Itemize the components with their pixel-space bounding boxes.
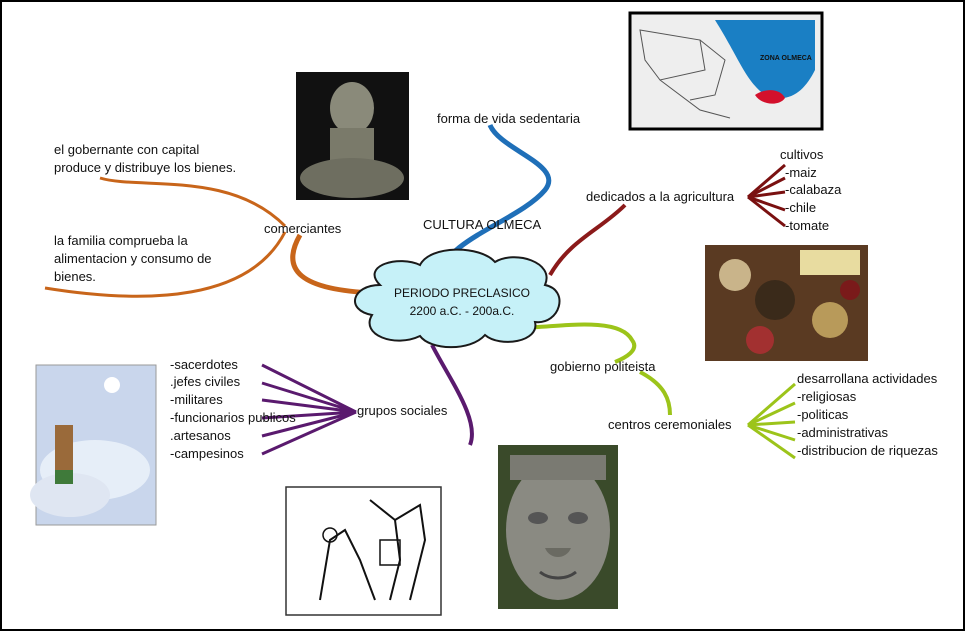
link-agri-5: [747, 195, 786, 228]
comerciantes-item-2: la familia comprueba la alimentacion y c…: [54, 233, 212, 284]
link-agricultura: [548, 203, 627, 276]
agri-item-3: -chile: [785, 200, 817, 215]
link-cer-4: [747, 423, 796, 442]
cer-item-4: -distribucion de riquezas: [797, 443, 938, 458]
link-cer-5: [747, 423, 796, 460]
grupos-label: grupos sociales: [357, 403, 448, 418]
agri-item-4: -tomate: [785, 218, 830, 233]
link-gr-4: [261, 410, 357, 420]
seated-figure-image: [296, 72, 409, 200]
agri-item-1: -maiz: [785, 165, 817, 180]
map-image: [628, 11, 824, 131]
link-gobierno: [524, 322, 637, 364]
center-line-2: 2200 a.C. - 200a.C.: [409, 304, 515, 318]
grupos-item-1: .jefes civiles: [170, 374, 241, 389]
link-gr-5: [261, 410, 357, 438]
link-agri-1: [747, 163, 786, 199]
grupos-item-3: -funcionarios publicos: [170, 410, 296, 425]
link-cer-1: [747, 382, 796, 427]
agri-item-0: cultivos: [780, 147, 824, 162]
center-line-1: PERIODO PRECLASICO: [393, 286, 531, 300]
link-agri-4: [747, 195, 786, 212]
center-cloud: [354, 248, 561, 349]
link-forma: [437, 123, 552, 276]
link-comerciantes-a: [99, 176, 287, 228]
grupos-item-2: -militares: [170, 392, 223, 407]
cer-item-2: -politicas: [797, 407, 849, 422]
grupos-item-4: .artesanos: [170, 428, 231, 443]
link-comerciantes-b: [44, 231, 287, 298]
comerciantes-label: comerciantes: [264, 221, 342, 236]
agricultura-label: dedicados a la agricultura: [586, 189, 735, 204]
agri-item-2: -calabaza: [785, 182, 842, 197]
cer-item-3: -administrativas: [797, 425, 889, 440]
link-cer-2: [747, 401, 796, 427]
colossal-head-image: [498, 445, 618, 609]
centros-label: centros ceremoniales: [608, 417, 732, 432]
comerciantes-item-1: el gobernante con capital produce y dist…: [54, 142, 237, 175]
reaching-figure-image: [30, 364, 157, 526]
link-grupos: [430, 344, 474, 446]
title-label: CULTURA OLMECA: [423, 217, 542, 232]
cer-item-0: desarrollana actividades: [797, 371, 938, 386]
link-gobierno-sub: [639, 370, 672, 416]
food-image: [705, 245, 868, 361]
gobierno-label: gobierno politeista: [550, 359, 656, 374]
cer-item-1: -religiosas: [797, 389, 857, 404]
link-agri-3: [747, 190, 786, 199]
link-agri-2: [747, 176, 786, 199]
grupos-item-5: -campesinos: [170, 446, 244, 461]
codex-image: [285, 486, 442, 616]
link-gr-3: [261, 398, 357, 414]
grupos-item-0: -sacerdotes: [170, 357, 238, 372]
map-label: ZONA OLMECA: [760, 55, 812, 62]
link-comerciantes: [290, 233, 376, 296]
link-gr-6: [261, 410, 357, 456]
link-cer-3: [747, 420, 796, 427]
forma-label: forma de vida sedentaria: [437, 111, 581, 126]
link-gr-1: [261, 363, 357, 414]
link-gr-2: [261, 381, 357, 414]
